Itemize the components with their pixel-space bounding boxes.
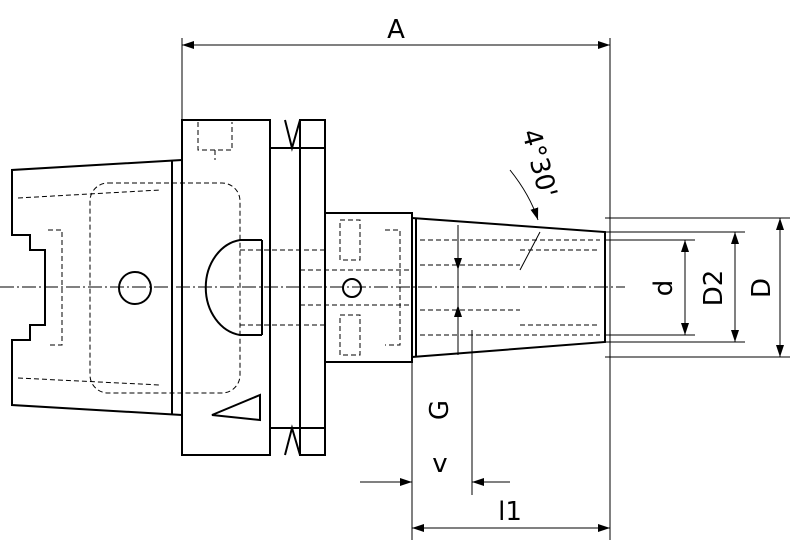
body [300,212,413,363]
label-D2: D2 [699,270,729,307]
dimension-angle: 4°30' [509,126,562,221]
label-v: v [432,449,447,479]
label-l1: l1 [498,497,522,527]
label-G: G [425,400,455,420]
flange [181,119,326,456]
taper [411,217,606,358]
diameter-dimensions: d D2 D [605,217,790,358]
label-D: D [747,278,777,298]
dimension-A: A [181,15,611,540]
shank [11,159,241,416]
label-A: A [387,15,405,45]
label-angle: 4°30' [515,126,562,201]
label-d: d [649,280,679,297]
thread-and-length-dimensions: G v l1 [360,225,610,540]
